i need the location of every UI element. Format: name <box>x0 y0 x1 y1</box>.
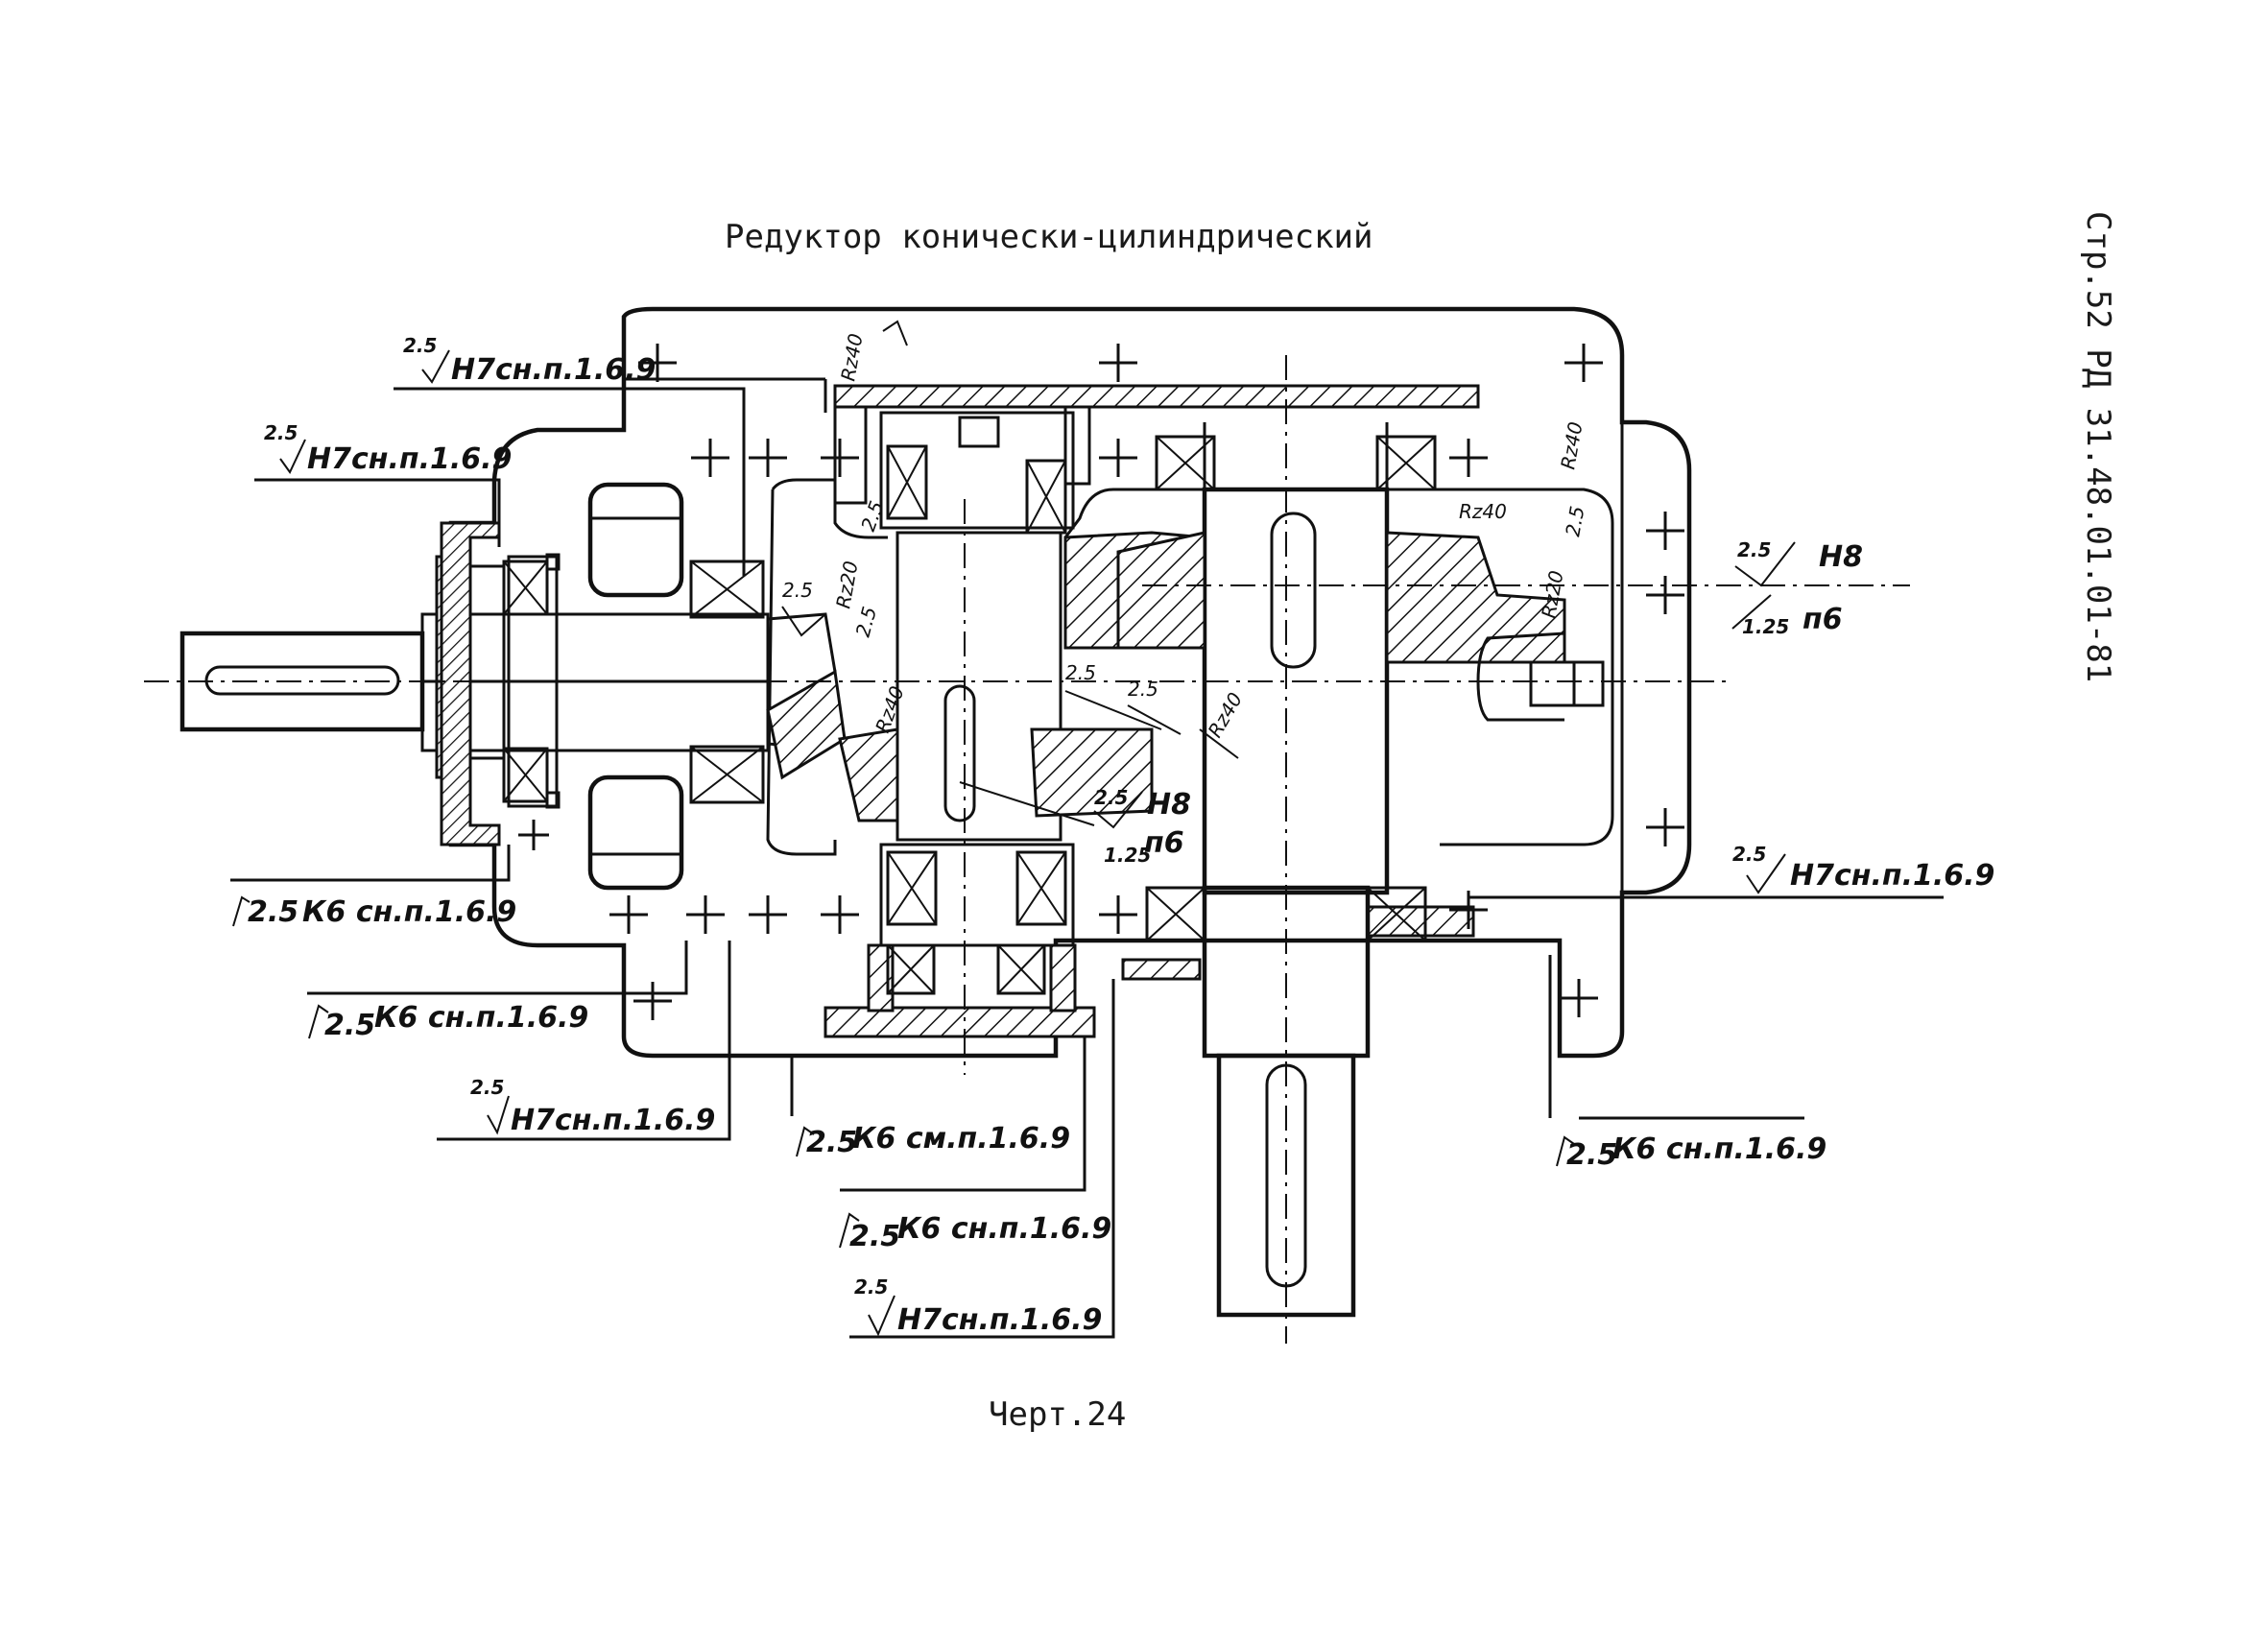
bevel-gear-right <box>1030 727 1154 818</box>
fit-note-6: 2.5 К6 см.п.1.6.9 <box>796 1122 1070 1159</box>
bevel-gear-left <box>838 727 899 822</box>
svg-text:1.25: 1.25 <box>1104 844 1151 867</box>
left-gear <box>587 482 684 891</box>
svg-text:п6: п6 <box>1802 603 1843 636</box>
intermediate-shaft <box>879 411 1075 947</box>
svg-text:Rz40: Rz40 <box>1459 500 1507 523</box>
fit-note-4: 2.5 К6 сн.п.1.6.9 <box>308 1001 588 1042</box>
fit-note-2: 2.5 Н7сн.п.1.6.9 <box>264 421 512 476</box>
svg-text:Н7сн.п.1.6.9: Н7сн.п.1.6.9 <box>897 1303 1102 1337</box>
svg-text:2.5: 2.5 <box>854 1275 888 1299</box>
svg-text:Rz20: Rz20 <box>831 560 862 610</box>
svg-text:Rz40: Rz40 <box>1204 688 1248 741</box>
svg-text:1.25: 1.25 <box>1742 615 1789 638</box>
svg-text:2.5: 2.5 <box>403 334 437 357</box>
svg-text:Н7сн.п.1.6.9: Н7сн.п.1.6.9 <box>307 442 512 476</box>
top-cover <box>833 384 1480 409</box>
svg-text:2.5: 2.5 <box>1566 1138 1617 1172</box>
output-shaft <box>1202 487 1390 1318</box>
svg-text:2.5: 2.5 <box>1128 678 1158 701</box>
svg-text:2.5: 2.5 <box>470 1076 504 1099</box>
output-gear-left <box>1116 531 1206 650</box>
fit-note-3: 2.5 К6 сн.п.1.6.9 <box>232 895 516 929</box>
svg-text:2.5: 2.5 <box>1737 538 1771 561</box>
fit-note-10: 2.5 К6 сн.п.1.6.9 <box>1556 1132 1826 1172</box>
leader-lines <box>230 387 1944 1339</box>
fit-note-1: 2.5 Н7сн.п.1.6.9 <box>403 334 656 387</box>
svg-text:К6 сн.п.1.6.9: К6 сн.п.1.6.9 <box>374 1001 588 1035</box>
svg-text:Н7сн.п.1.6.9: Н7сн.п.1.6.9 <box>1790 859 1994 893</box>
svg-text:Н7сн.п.1.6.9: Н7сн.п.1.6.9 <box>511 1104 715 1137</box>
svg-text:Rz40: Rz40 <box>871 683 909 736</box>
document-code: Стр.52 РД 31.48.01.01-81 <box>2079 211 2117 682</box>
svg-text:2.5: 2.5 <box>851 604 881 639</box>
svg-text:Н8: Н8 <box>1819 540 1863 574</box>
output-bearings <box>1145 435 1437 942</box>
svg-text:Rz40: Rz40 <box>1556 420 1587 471</box>
input-end-cap <box>440 521 561 846</box>
svg-text:2.5: 2.5 <box>1065 661 1096 684</box>
svg-text:2.5: 2.5 <box>782 579 813 602</box>
svg-text:Rz40: Rz40 <box>836 332 867 383</box>
svg-text:К6 см.п.1.6.9: К6 см.п.1.6.9 <box>852 1122 1070 1156</box>
svg-text:2.5: 2.5 <box>1732 843 1766 866</box>
intermediate-bearings <box>886 444 1067 995</box>
bevel-pinion <box>766 669 847 780</box>
input-bearings <box>502 560 765 804</box>
center-lines <box>144 355 1910 1344</box>
svg-text:2.5: 2.5 <box>1561 504 1588 537</box>
fit-fraction-right: 2.5 Н8 1.25 п6 <box>1731 538 1863 638</box>
svg-text:п6: п6 <box>1144 826 1184 860</box>
fit-note-8: 2.5 Н7сн.п.1.6.9 <box>854 1275 1102 1337</box>
svg-text:2.5: 2.5 <box>264 421 298 444</box>
svg-text:Н7сн.п.1.6.9: Н7сн.п.1.6.9 <box>451 353 656 387</box>
bottom-cover <box>824 1006 1096 1038</box>
svg-text:К6 сн.п.1.6.9: К6 сн.п.1.6.9 <box>1612 1132 1826 1166</box>
svg-text:2.5: 2.5 <box>1094 786 1128 809</box>
fit-note-5: 2.5 Н7сн.п.1.6.9 <box>470 1076 715 1137</box>
svg-text:2.5: 2.5 <box>806 1126 857 1159</box>
svg-text:2.5: 2.5 <box>849 1220 900 1253</box>
svg-text:Н8: Н8 <box>1147 788 1191 822</box>
fit-note-7: 2.5 К6 сн.п.1.6.9 <box>839 1212 1111 1253</box>
figure-caption: Черт.24 <box>989 1395 1126 1434</box>
drawing-title: Редуктор конически-цилиндрический <box>725 218 1373 256</box>
fit-fraction-center: 2.5 Н8 1.25 п6 <box>1093 786 1191 867</box>
output-gear-right <box>1385 531 1566 664</box>
bolt-marks <box>518 344 1684 1020</box>
svg-text:2.5: 2.5 <box>324 1009 375 1042</box>
svg-text:К6 сн.п.1.6.9: К6 сн.п.1.6.9 <box>897 1212 1111 1246</box>
fit-note-9: 2.5 Н7сн.п.1.6.9 <box>1732 843 1994 894</box>
svg-text:К6 сн.п.1.6.9: К6 сн.п.1.6.9 <box>302 895 516 929</box>
svg-text:2.5: 2.5 <box>248 895 298 929</box>
